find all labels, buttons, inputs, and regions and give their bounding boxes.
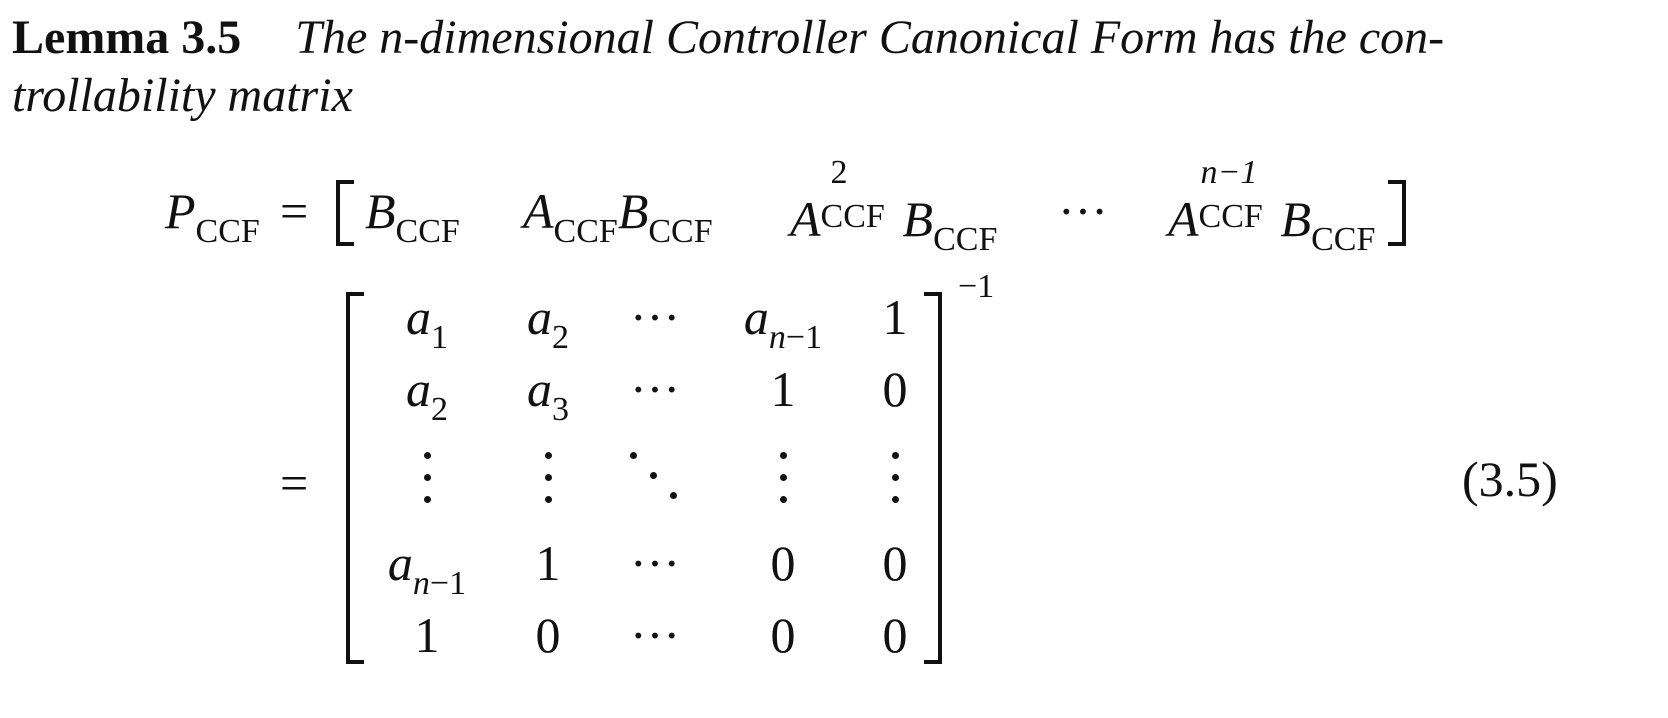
matrix-bracket-right [924, 292, 942, 664]
term-anb-a-subscript: CCF [1198, 198, 1263, 235]
term-ab-a-subscript: CCF [553, 213, 618, 250]
equation-lhs: PCCF [165, 183, 260, 249]
term-anb-b: B [1280, 191, 1312, 247]
lhs-symbol: P [165, 183, 196, 239]
matrix-cell: ··· [630, 289, 680, 345]
matrix-cell: a2 [527, 289, 569, 356]
matrix-cell: 0 [882, 361, 908, 417]
equals-sign-1: = [280, 183, 309, 239]
lemma-heading: Lemma 3.5 The n-dimensional Controller Ca… [12, 14, 1444, 62]
term-a2b-b-subscript: CCF [933, 221, 998, 258]
term-anb-a: A [1168, 191, 1199, 247]
matrix-cell: 0 [882, 607, 908, 663]
term-ab-b: B [617, 183, 649, 239]
matrix-cell: 1 [414, 607, 440, 663]
matrix-cell: ··· [630, 607, 680, 663]
matrix-cell: ··· [630, 361, 680, 417]
matrix-cell: a3 [527, 361, 569, 428]
lemma-statement-line2: trollability matrix [12, 69, 353, 122]
matrix-cell: 1 [882, 289, 908, 345]
matrix-bracket-left [346, 292, 364, 664]
term-a2b-a-subscript: CCF [820, 198, 885, 235]
term-b-subscript: CCF [395, 213, 460, 250]
term-anb-exponent: n−1 [1200, 154, 1258, 191]
row-bracket-left [336, 180, 354, 246]
term-ab: ACCFBCCF [523, 183, 713, 249]
term-anb-b-subscript: CCF [1311, 221, 1376, 258]
matrix-cell: 1 [770, 361, 796, 417]
row-bracket-right [1388, 180, 1406, 246]
matrix-cell: 0 [770, 607, 796, 663]
matrix-cell: 0 [770, 535, 796, 591]
vdots-icon [779, 452, 787, 504]
equals-sign-2: = [280, 455, 309, 511]
vdots-icon [544, 452, 552, 504]
term-ab-b-subscript: CCF [648, 213, 713, 250]
vdots-icon [891, 452, 899, 504]
matrix-cell: 0 [535, 607, 561, 663]
matrix-cell: an−1 [387, 535, 467, 602]
term-ellipsis: ··· [1058, 183, 1108, 239]
matrix-cell: ··· [630, 535, 680, 591]
matrix-cell: a1 [406, 289, 448, 356]
vdots-icon [423, 452, 431, 504]
matrix-cell: 0 [882, 535, 908, 591]
lemma-statement-line1: The n-dimensional Controller Canonical F… [295, 11, 1445, 64]
inverse-exponent: −1 [958, 268, 995, 305]
term-ab-a: A [523, 183, 554, 239]
term-a2b-b: B [902, 191, 934, 247]
term-b: BCCF [365, 183, 460, 249]
equation-number: (3.5) [1462, 451, 1558, 507]
term-a2b-exponent: 2 [830, 154, 848, 191]
ddots-icon [630, 452, 680, 502]
lemma-label: Lemma 3.5 [12, 11, 242, 64]
lhs-subscript: CCF [195, 213, 260, 250]
term-a2b-a: A [790, 191, 821, 247]
term-b-symbol: B [365, 183, 396, 239]
matrix-cell: a2 [406, 361, 448, 428]
matrix-cell: an−1 [743, 289, 823, 356]
matrix-cell: 1 [535, 535, 561, 591]
